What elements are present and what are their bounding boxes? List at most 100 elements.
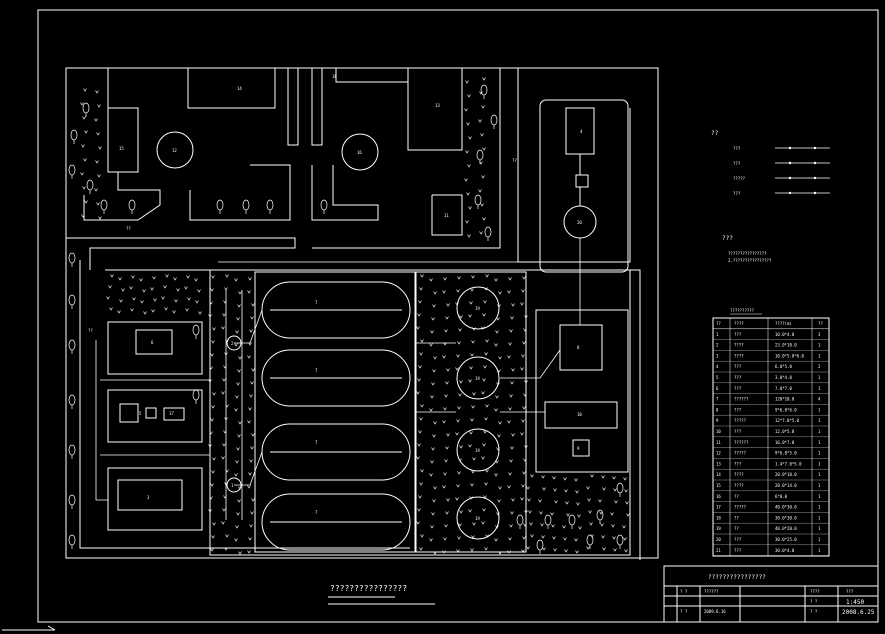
grass-mark	[496, 512, 500, 516]
table-cell: ????	[734, 483, 744, 488]
grass-mark	[577, 514, 581, 518]
grass-mark	[432, 369, 436, 373]
grass-mark	[553, 548, 557, 552]
table-cell: 2	[818, 364, 821, 369]
building-top-left	[83, 68, 409, 221]
table-cell: 23.0*10.0	[775, 343, 797, 348]
table-cell: 1	[818, 548, 821, 553]
side-note: ??	[512, 158, 517, 163]
grass-mark	[469, 301, 473, 305]
table-cell: 17	[716, 505, 721, 510]
grass-mark	[481, 105, 485, 109]
drawing-border	[37, 9, 879, 623]
grass-mark	[208, 444, 212, 448]
grass-mark	[237, 499, 241, 503]
grass-mark	[234, 278, 238, 282]
table-cell: 7	[716, 397, 719, 402]
grass-mark	[234, 408, 238, 412]
grass-mark	[164, 307, 168, 311]
grass-mark	[419, 417, 423, 421]
table-cell: 1.4*7.0*5.0	[775, 461, 802, 466]
grass-mark	[446, 433, 450, 437]
grass-mark	[471, 275, 475, 279]
grass-mark	[480, 203, 484, 207]
grass-mark	[485, 274, 489, 278]
table-cell: 9*6.0*6.0	[775, 407, 797, 412]
grass-mark	[416, 391, 420, 395]
grass-mark	[467, 164, 471, 168]
grass-mark	[235, 460, 239, 464]
tree-symbol	[544, 514, 552, 526]
grass-mark	[234, 538, 238, 542]
grass-mark	[80, 102, 84, 106]
legend: ?? ??????????????	[711, 130, 830, 196]
grass-mark	[222, 443, 226, 447]
grass-mark	[520, 432, 524, 436]
grass-mark	[552, 476, 556, 480]
drawing-no: ???	[846, 589, 854, 594]
grass-mark	[234, 343, 238, 347]
table-cell: 30.0*30.0	[775, 515, 797, 520]
grass-mark	[471, 470, 475, 474]
grass-mark	[482, 217, 486, 221]
grass-mark	[590, 474, 594, 478]
table-cell: 8	[716, 407, 719, 412]
table-cell: 4	[716, 364, 719, 369]
grass-mark	[429, 278, 433, 282]
grass-mark	[248, 537, 252, 541]
grass-mark	[624, 489, 628, 493]
grass-mark	[622, 525, 626, 529]
grass-mark	[482, 508, 486, 512]
grass-mark	[564, 489, 568, 493]
grass-mark	[564, 549, 568, 553]
grass-mark	[419, 547, 423, 551]
designer-role: ? ?	[680, 589, 688, 594]
grass-mark	[420, 404, 424, 408]
zone-number-clar: 19	[475, 516, 480, 521]
grass-mark	[419, 287, 423, 291]
grass-mark	[430, 525, 434, 529]
grass-mark	[468, 314, 472, 318]
grass-mark	[433, 356, 437, 360]
table-cell: 3	[818, 332, 821, 337]
grass-mark	[247, 420, 251, 424]
grass-mark	[522, 406, 526, 410]
zone-number-r-square: 8	[577, 345, 580, 350]
table-cell: 4	[818, 397, 821, 402]
grass-mark	[470, 548, 474, 552]
grass-mark	[485, 534, 489, 538]
grass-mark	[485, 469, 489, 473]
zone-number-left-box2: 5	[139, 411, 142, 416]
grass-mark	[563, 537, 567, 541]
grass-mark	[456, 484, 460, 488]
tree-symbol	[480, 84, 488, 96]
grass-mark	[586, 546, 590, 550]
grass-mark	[457, 536, 461, 540]
grass-mark	[429, 473, 433, 477]
table-cell: 16	[716, 494, 721, 499]
grass-mark	[623, 537, 627, 541]
grass-mark	[443, 277, 447, 281]
grass-mark	[417, 508, 421, 512]
grass-mark	[484, 417, 488, 421]
grass-mark	[225, 339, 229, 343]
grass-mark	[212, 457, 216, 461]
grass-mark	[574, 538, 578, 542]
grass-mark	[251, 433, 255, 437]
table-cell: ???	[734, 429, 742, 434]
grass-mark	[484, 352, 488, 356]
grass-mark	[222, 313, 226, 317]
table-cell: 3.0*4.0	[775, 375, 792, 380]
grass-mark	[210, 483, 214, 487]
grass-mark	[96, 202, 100, 206]
grass-mark	[539, 511, 543, 515]
grass-mark	[446, 303, 450, 307]
grass-mark	[84, 200, 88, 204]
legend-marker	[788, 191, 792, 195]
grass-mark	[469, 431, 473, 435]
grass-mark	[442, 290, 446, 294]
grass-mark	[249, 459, 253, 463]
grass-mark	[222, 378, 226, 382]
